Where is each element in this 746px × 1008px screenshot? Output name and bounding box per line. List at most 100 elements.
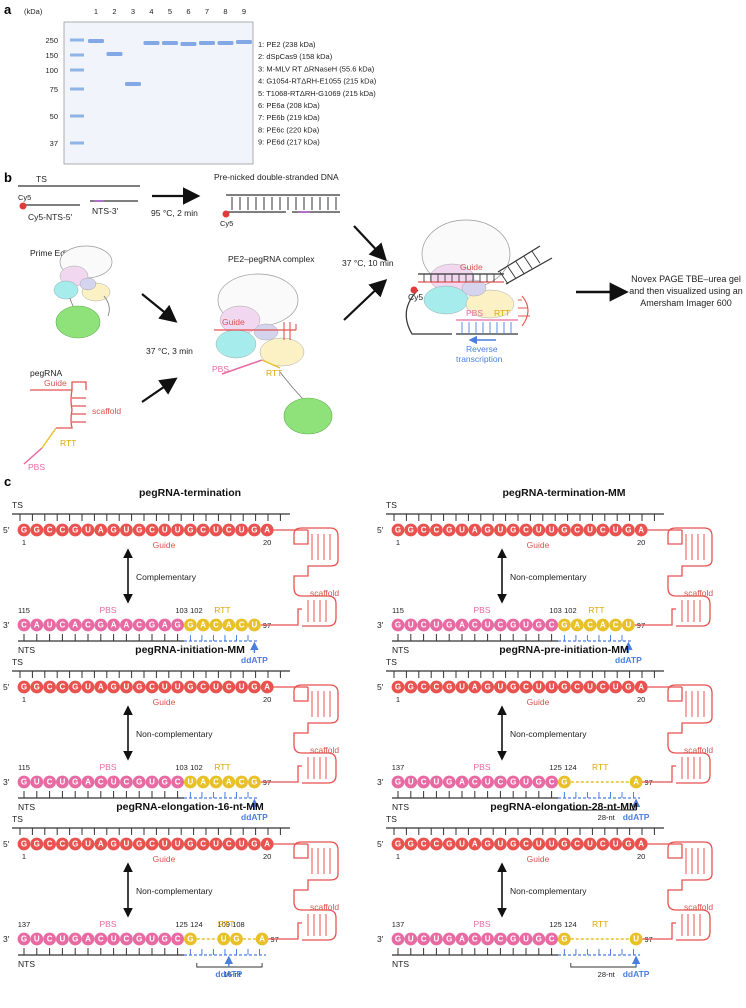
position-label: 124 [564, 920, 577, 929]
rtt-nucleotide [609, 618, 622, 632]
rtt-nucleotide [583, 618, 597, 632]
pbs-nucleotide [417, 775, 430, 789]
rtt-nucleotide [570, 618, 584, 632]
guide-nucleotide [158, 680, 172, 694]
pbs-nucleotide [391, 618, 405, 632]
legend-item: 1: PE2 (238 kDa) [258, 40, 316, 49]
pbs-nucleotide [94, 775, 108, 789]
pegrna-schematic [23, 381, 87, 465]
guide-nucleotide [583, 680, 597, 694]
panel-a-letter: a [4, 2, 12, 17]
rtt-nucleotide [629, 775, 643, 789]
three-prime-label: 3′ [377, 620, 384, 630]
pbs-nucleotide [391, 775, 405, 789]
rtt-nucleotide [184, 618, 197, 632]
position-label: 137 [392, 920, 405, 929]
base-letter: A [98, 840, 104, 849]
rtt-nucleotide [184, 775, 197, 789]
base-letter: C [498, 621, 504, 630]
guide-nucleotide [209, 837, 223, 851]
base-letter: U [434, 778, 440, 787]
base-letter: U [485, 621, 491, 630]
scaffold-label-b: scaffold [92, 406, 121, 416]
rtt-nucleotide [558, 775, 571, 789]
base-letter: U [633, 935, 639, 944]
base-letter: C [200, 683, 206, 692]
legend-item: 7: PE6b (219 kDa) [258, 113, 320, 122]
base-letter: G [446, 840, 452, 849]
position-label: 20 [637, 695, 645, 704]
scaffold-label: scaffold [684, 745, 713, 755]
position-label: 124 [564, 763, 577, 772]
base-letter: C [98, 935, 104, 944]
pbs-nucleotide [158, 775, 172, 789]
guide-nucleotide [430, 837, 443, 851]
pbs-nucleotide [455, 618, 469, 632]
guide-nucleotide [94, 680, 108, 694]
position-label: 103 [175, 606, 188, 615]
pbs-nucleotide [56, 618, 69, 632]
pbs-nucleotide [468, 618, 482, 632]
position-label: 20 [263, 538, 271, 547]
ddatp-label: ddATP [241, 655, 268, 665]
bracket-label: 28-nt [598, 970, 616, 979]
guide-nucleotide [158, 837, 172, 851]
base-letter: U [459, 526, 465, 535]
base-letter: U [536, 683, 542, 692]
guide-nucleotide [519, 837, 533, 851]
protein-band [180, 42, 197, 46]
legend-item: 2: dSpCas9 (158 kDa) [258, 52, 333, 61]
guide-nucleotide [430, 523, 443, 537]
base-letter: A [638, 840, 644, 849]
guide-nucleotide [468, 523, 482, 537]
guide-nucleotide [94, 837, 108, 851]
guide-nucleotide [120, 837, 133, 851]
pbs-nucleotide [81, 775, 95, 789]
ladder-label: 50 [50, 112, 58, 121]
ddatp-label: ddATP [615, 655, 642, 665]
pbs-nucleotide [145, 618, 159, 632]
base-letter: C [47, 683, 53, 692]
final-text-3: Amersham Imager 600 [640, 298, 732, 308]
pbs-nucleotide [68, 775, 82, 789]
ts-label: TS [12, 657, 23, 667]
pbs-nucleotide [506, 775, 520, 789]
base-letter: A [472, 840, 478, 849]
guide-nucleotide [145, 680, 159, 694]
guide-nucleotide [481, 837, 494, 851]
rtt-nucleotide [248, 775, 261, 789]
guide-nucleotide [222, 680, 236, 694]
pbs-nucleotide [43, 775, 56, 789]
guide-nucleotide [558, 523, 571, 537]
guide-nucleotide [209, 680, 223, 694]
base-letter: G [34, 683, 40, 692]
legend-item: 9: PE6d (217 kDa) [258, 138, 320, 147]
base-letter: C [523, 840, 529, 849]
pbs-nucleotide [132, 618, 146, 632]
base-letter: G [395, 526, 401, 535]
rtt-nucleotide [629, 932, 643, 946]
relation-label: Non-complementary [136, 886, 213, 896]
guide-nucleotide [545, 680, 558, 694]
base-letter: C [574, 840, 580, 849]
pbs-nucleotide [430, 775, 443, 789]
base-letter: G [72, 935, 78, 944]
scaffold-label: scaffold [684, 588, 713, 598]
base-letter: U [613, 683, 619, 692]
guide-nucleotide [132, 837, 146, 851]
guide-nucleotide [634, 837, 648, 851]
base-letter: C [434, 526, 440, 535]
guide-nucleotide [570, 680, 584, 694]
guide-nucleotide [171, 523, 185, 537]
guide-nucleotide [455, 837, 469, 851]
base-letter: C [226, 526, 232, 535]
sds-page-gel [63, 21, 254, 165]
pbs-nucleotide [506, 932, 520, 946]
rtt-nucleotide [217, 932, 231, 946]
base-letter: G [136, 778, 142, 787]
base-letter: U [408, 621, 414, 630]
guide-nucleotide [622, 837, 635, 851]
position-label: 115 [392, 606, 404, 615]
guide-label: Guide [527, 854, 550, 864]
